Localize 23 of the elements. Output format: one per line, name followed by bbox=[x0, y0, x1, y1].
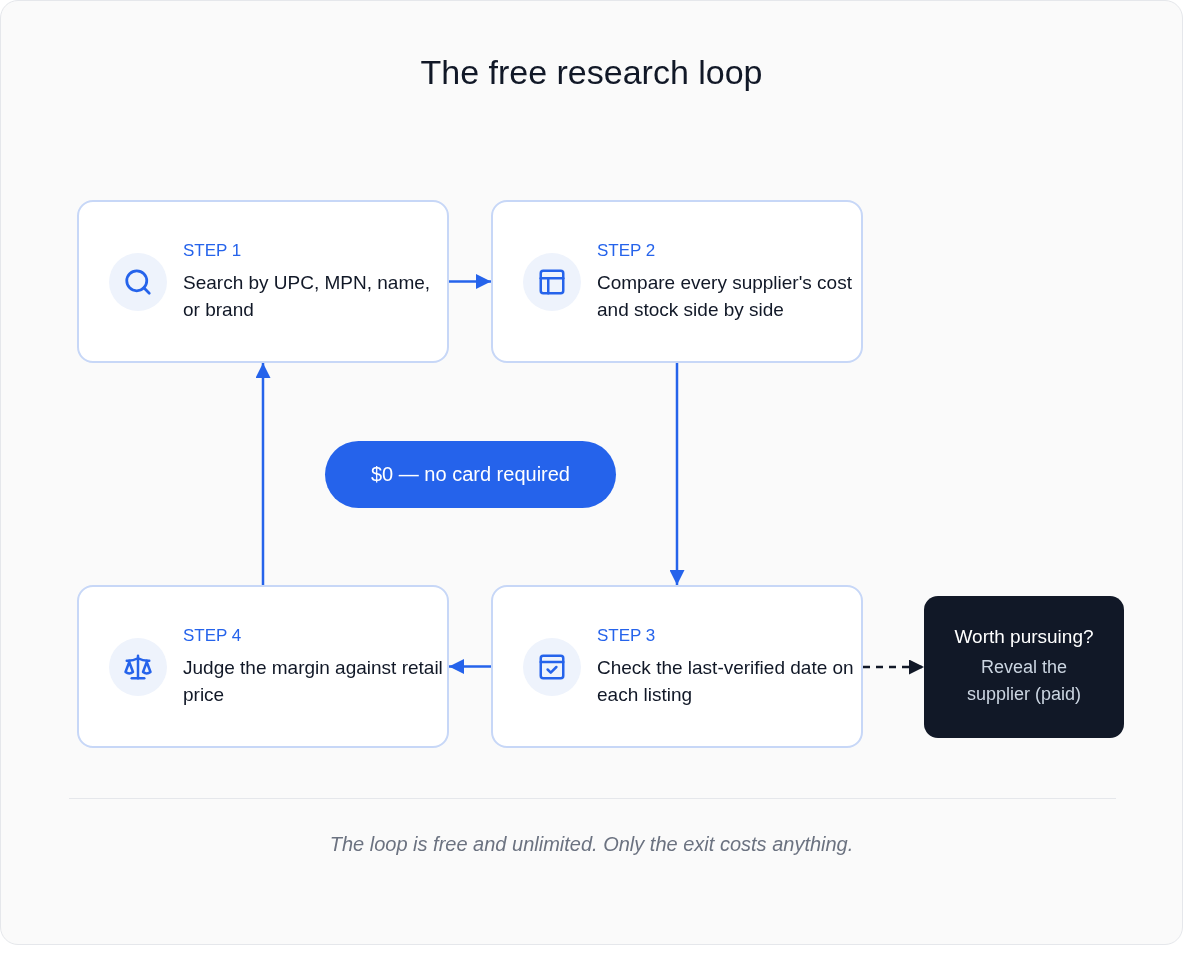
exit-question: Worth pursuing? bbox=[954, 626, 1094, 648]
price-badge: $0 — no card required bbox=[325, 441, 616, 508]
step-card bbox=[491, 200, 863, 363]
arrow bbox=[449, 659, 491, 674]
step-label: STEP 2 bbox=[597, 240, 657, 261]
step-description: Compare every supplier's cost and stock side by side bbox=[597, 270, 853, 322]
exit-box bbox=[924, 596, 1124, 738]
step-card bbox=[77, 200, 449, 363]
arrow bbox=[863, 659, 924, 675]
step-label: STEP 3 bbox=[597, 625, 657, 646]
arrow bbox=[669, 363, 685, 585]
caption: The loop is free and unlimited. Only the exit costs anything. bbox=[328, 833, 855, 856]
arrow bbox=[449, 274, 491, 289]
step-label: STEP 4 bbox=[183, 625, 243, 646]
step-description: Check the last-verified date on each listing bbox=[597, 655, 855, 707]
step-description: Judge the margin against retail price bbox=[183, 655, 444, 707]
exit-description: Reveal the supplier (paid) bbox=[965, 656, 1083, 706]
arrow bbox=[255, 363, 271, 585]
step-card bbox=[77, 585, 449, 748]
step-description: Search by UPC, MPN, name, or brand bbox=[183, 270, 432, 322]
diagram-title: The free research loop bbox=[419, 53, 764, 92]
step-label: STEP 1 bbox=[183, 240, 243, 261]
step-card bbox=[491, 585, 863, 748]
